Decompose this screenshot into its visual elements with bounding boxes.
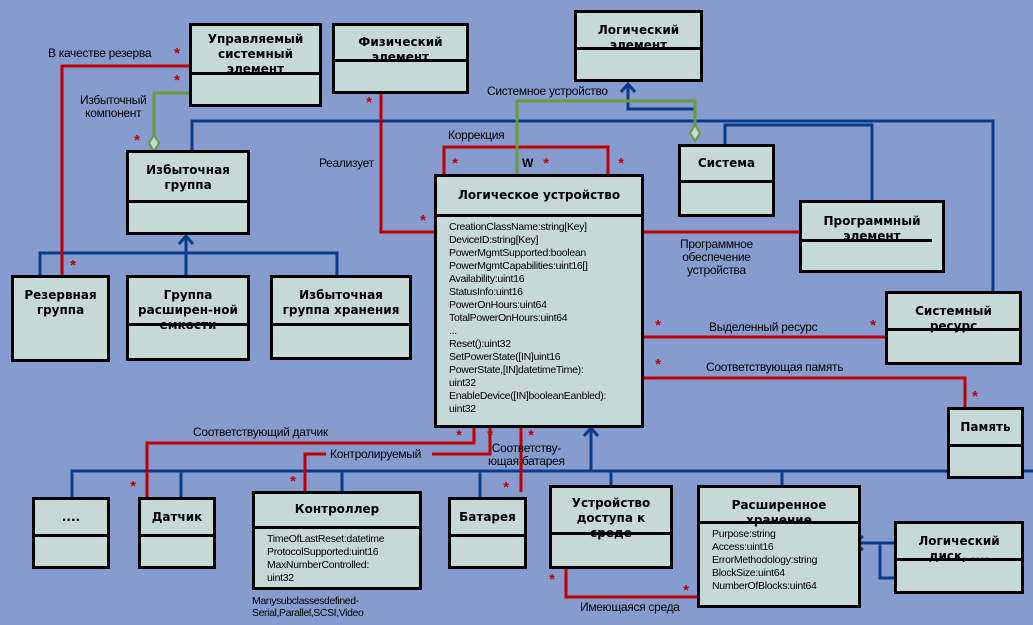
multiplicity-star-icon: * [130,478,136,495]
multiplicity-star-icon: * [503,479,509,496]
class-storage-redundancy-group[interactable]: Избыточная группа хранения [270,275,412,360]
class-title: .... [35,500,107,537]
class-logical-device[interactable]: Логическое устройство CreationClassName:… [434,174,644,428]
class-title: Датчик [141,500,213,537]
multiplicity-star-icon: * [655,317,661,334]
class-spare-group[interactable]: Резервная группа [11,275,110,362]
class-managed-system-element[interactable]: Управляемый системный элемент [189,23,322,107]
label-associated-sensor: Соответствующий датчик [193,425,328,439]
label-correction: Коррекция [448,128,505,142]
multiplicity-star-icon: * [456,427,462,444]
class-sensor[interactable]: Датчик [138,497,216,569]
class-dots[interactable]: .... [32,497,110,569]
class-physical-element[interactable]: Физический элемент [332,23,469,94]
aggregation-redundancy [152,91,190,138]
class-title: Управляемый системный элемент [192,26,319,76]
multiplicity-star-icon: * [174,72,180,89]
label-as-spare: В качестве резерва [48,46,152,60]
label-device-software: Программное обеспечение устройства [680,237,753,277]
class-title: Логическое устройство [437,177,641,217]
class-title: Память [950,410,1021,447]
label-redundancy-component: Избыточный компонент [80,93,147,120]
class-title: Расширенное хранение [700,488,858,527]
label-controlled: Контролируемый [330,447,422,461]
assoc-realizes [379,94,436,234]
multiplicity-star-icon: * [487,427,493,444]
multiplicity-star-icon: * [70,257,76,274]
multiplicity-star-icon: * [655,356,661,373]
label-associated-memory: Соответствующая память [706,360,844,374]
label-w: W [522,156,534,170]
inherit-line-top [190,119,995,292]
multiplicity-star-icon: * [528,427,534,444]
class-attributes: Purpose:string Access:uint16 ErrorMethod… [712,528,818,592]
class-controller[interactable]: Контроллер TimeOfLastReset:datetime Prot… [252,491,422,590]
multiplicity-star-icon: * [543,155,549,172]
multiplicity-star-icon: * [134,132,140,149]
assoc-as-spare [60,64,190,278]
class-battery[interactable]: Батарея [448,497,527,569]
inherit-line-logical-element [626,84,695,111]
class-title: Программный элемент [823,214,921,243]
class-title: Контроллер [255,494,419,529]
class-system-resource[interactable]: Системный ресурс [885,291,1022,365]
class-title: Логический элемент [577,13,700,52]
multiplicity-star-icon: * [452,155,458,172]
assoc-associated-memory [642,376,967,408]
assoc-media-present [564,568,700,599]
multiplicity-star-icon: * [420,212,426,229]
inherit-line-groups [38,251,339,278]
class-title: Логический диск, .... [897,524,1021,563]
class-title: Физический элемент [335,26,466,64]
multiplicity-star-icon: * [972,388,978,405]
class-title: Избыточная группа хранения [273,278,409,326]
controller-note: Manysubclassesdefined- Serial,Parallel,S… [252,595,364,619]
assoc-controlled [432,428,492,456]
class-title: Резервная группа [24,288,97,317]
multiplicity-star-icon: * [618,155,624,172]
class-redundancy-group[interactable]: Избыточная группа [126,150,250,235]
label-system-device: Системное устройство [487,84,608,98]
inherit-line-system [723,123,874,202]
class-title: Группа расширен-ной емкости [129,278,247,332]
assoc-associated-sensor [145,428,476,498]
class-memory[interactable]: Память [947,407,1024,479]
class-attributes: TimeOfLastReset:datetime ProtocolSupport… [267,533,385,584]
label-associated-battery: Соответству- ющая батарея [488,441,565,468]
class-title: Избыточная группа [129,153,247,203]
inherit-line-devices [70,469,1033,498]
multiplicity-star-icon: * [683,582,689,599]
multiplicity-star-icon: * [870,317,876,334]
class-title: Система [681,147,772,183]
class-title: Батарея [451,500,524,537]
class-extra-capacity-group[interactable]: Группа расширен-ной емкости [126,275,250,361]
multiplicity-star-icon: * [366,94,372,111]
label-realizes: Реализует [319,156,374,170]
class-system[interactable]: Система [678,144,775,217]
class-media-access-device[interactable]: Устройство доступа к среде [549,485,673,569]
label-allocated-resource: Выделенный ресурс [709,320,818,334]
class-storage-extent[interactable]: Расширенное хранение Purpose:string Acce… [697,485,861,608]
class-title: Устройство доступа к среде [552,488,670,540]
aggregation-system-device [515,99,697,174]
assoc-correction [442,145,610,174]
class-software-element[interactable]: Программный элемент [799,200,945,273]
class-title: Системный ресурс [888,294,1019,333]
multiplicity-star-icon: * [290,473,296,490]
class-logical-disk[interactable]: Логический диск, .... [894,521,1024,594]
class-logical-element[interactable]: Логический элемент [574,10,703,82]
multiplicity-star-icon: * [174,45,180,62]
multiplicity-star-icon: * [549,571,555,588]
label-media-present: Имеющаяся среда [580,600,680,614]
class-attributes: CreationClassName:string[Key] DeviceID:s… [449,221,607,415]
